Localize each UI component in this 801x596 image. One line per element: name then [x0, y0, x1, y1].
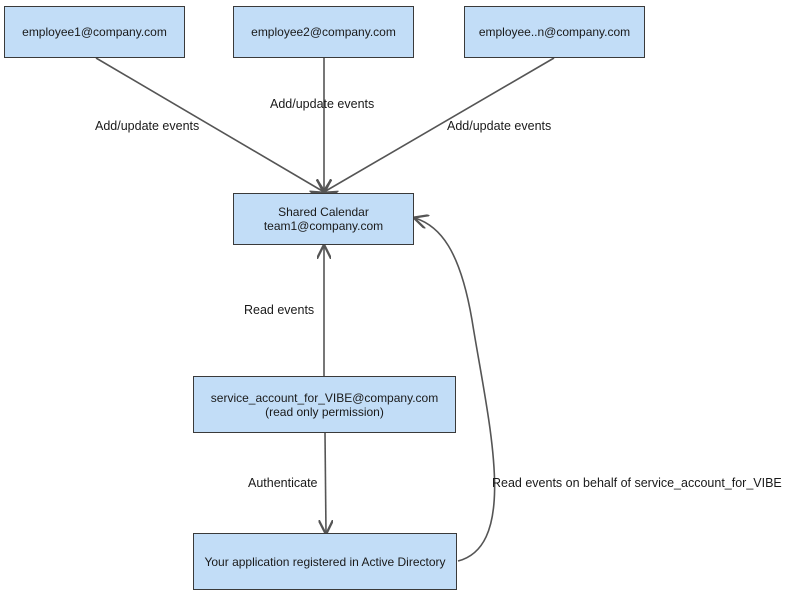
node-shared-calendar-email: team1@company.com: [263, 219, 384, 233]
edge-service-to-application: [325, 432, 326, 533]
node-employee-n-label: employee..n@company.com: [478, 25, 631, 39]
edge-label-read-events: Read events: [244, 303, 315, 317]
edge-label-read-on-behalf: Read events on behalf of service_account…: [492, 476, 782, 490]
node-employee2: employee2@company.com: [233, 6, 414, 58]
node-employee1-label: employee1@company.com: [22, 25, 167, 39]
node-service-account-email: service_account_for_VIBE@company.com: [210, 390, 439, 405]
edge-label-employee-n: Add/update events: [447, 119, 552, 133]
edge-employee1-to-calendar: [95, 57, 324, 192]
node-service-account-permission: (read only permission): [265, 404, 384, 419]
edge-label-employee1: Add/update events: [95, 119, 200, 133]
node-shared-calendar-title: Shared Calendar: [278, 205, 369, 219]
node-employee2-label: employee2@company.com: [251, 25, 396, 39]
node-application: Your application registered in Active Di…: [193, 533, 457, 590]
node-employee-n: employee..n@company.com: [464, 6, 645, 58]
edge-application-to-calendar: [415, 218, 496, 562]
node-application-label: Your application registered in Active Di…: [204, 554, 446, 569]
node-shared-calendar: Shared Calendar team1@company.com: [233, 193, 414, 245]
edge-label-employee2: Add/update events: [270, 97, 375, 111]
node-employee1: employee1@company.com: [4, 6, 185, 58]
edge-label-authenticate: Authenticate: [248, 476, 318, 490]
node-service-account: service_account_for_VIBE@company.com (re…: [193, 376, 456, 433]
edge-employeen-to-calendar: [324, 57, 555, 192]
